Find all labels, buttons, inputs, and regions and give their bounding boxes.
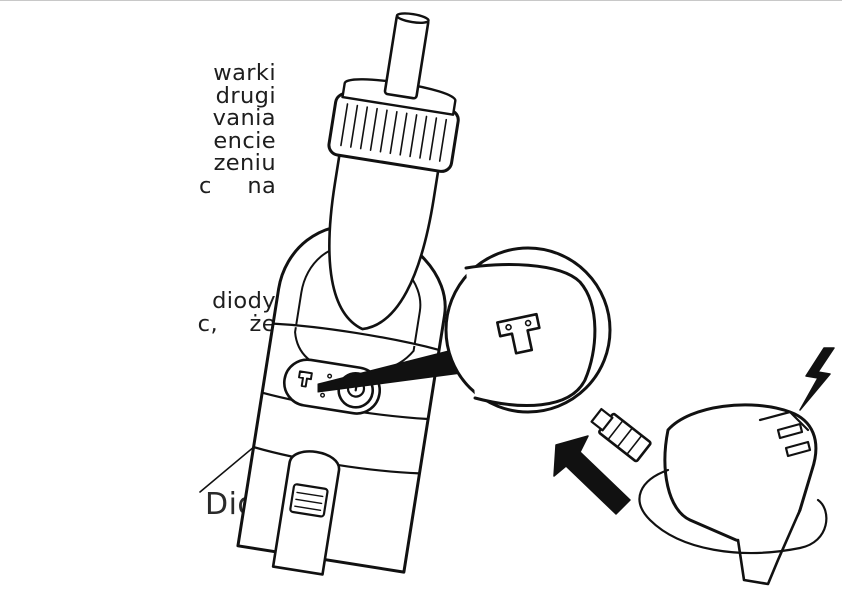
bottle	[327, 12, 460, 331]
diode-1	[327, 373, 333, 379]
lightning-bolt-icon	[799, 347, 835, 411]
text-line: c, że	[197, 310, 276, 337]
top-rule	[0, 0, 842, 1]
device-body	[236, 223, 447, 576]
text-line: vania	[212, 105, 276, 132]
charging-port-icon	[496, 312, 541, 355]
diode-3	[320, 392, 326, 398]
text-line: c na	[199, 172, 277, 199]
port-symbol-icon	[298, 370, 313, 388]
text-line: drugi	[215, 82, 276, 109]
text-line: encie	[213, 127, 276, 154]
text-line: diody	[212, 288, 276, 314]
wall-charger	[590, 403, 828, 586]
instruction-paragraph-2: diody c, że	[0, 290, 276, 335]
text-line: warki	[213, 60, 276, 86]
text-line: zeniu	[213, 150, 276, 177]
port-detail-zoom	[317, 246, 612, 414]
instruction-paragraph-1: warki drugi vania encie zeniu c na	[0, 62, 276, 198]
insert-arrow-icon	[553, 435, 631, 515]
